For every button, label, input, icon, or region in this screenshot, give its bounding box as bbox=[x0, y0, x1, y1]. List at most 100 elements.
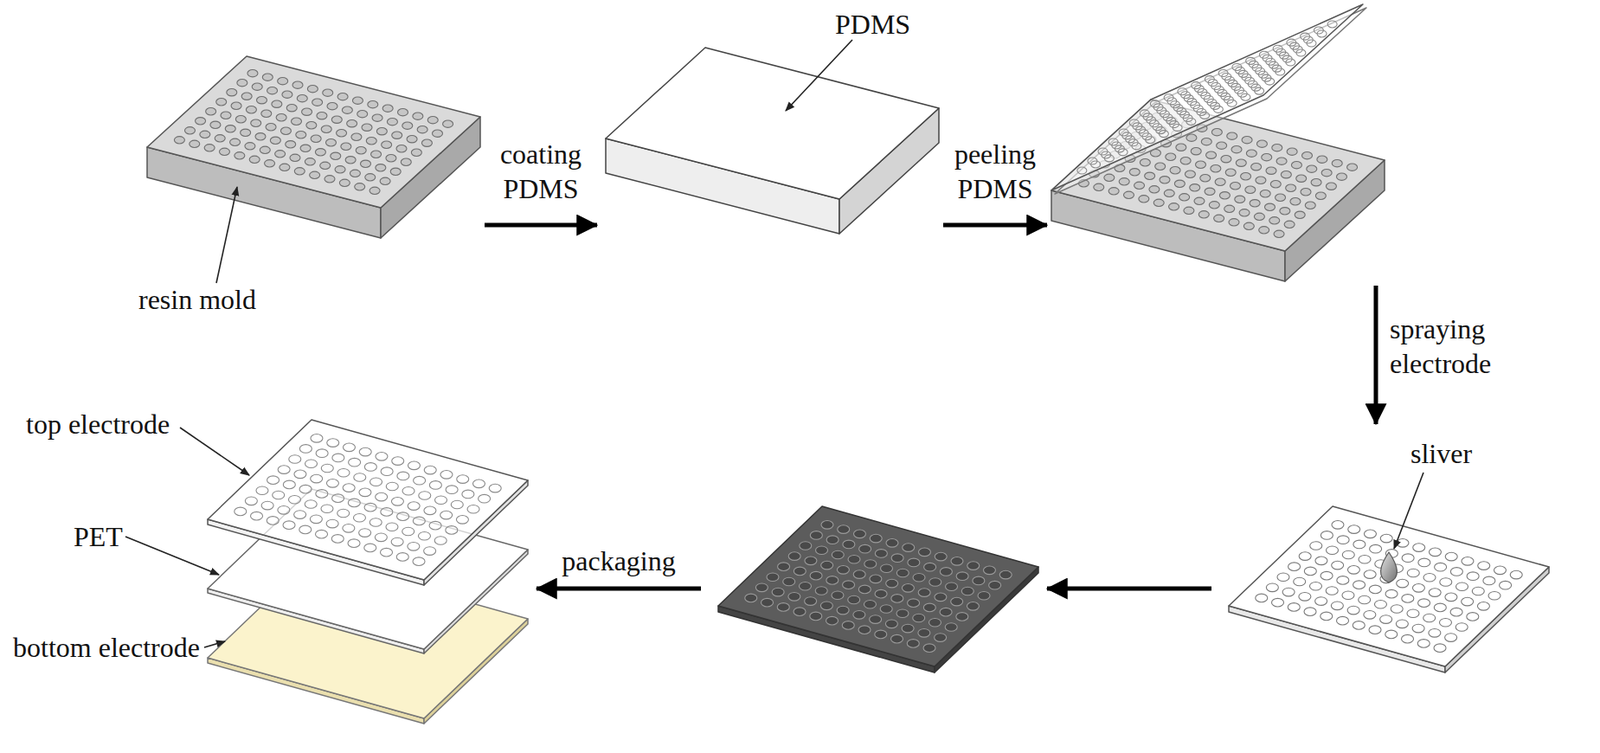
electrode-bump bbox=[967, 561, 980, 571]
top-electrode-bump bbox=[332, 453, 345, 463]
film-bump bbox=[1412, 623, 1425, 633]
mold-hole bbox=[302, 108, 313, 116]
electrode-bump bbox=[853, 610, 866, 620]
film-bump bbox=[1510, 570, 1523, 579]
film-bump bbox=[1325, 586, 1338, 596]
mold-hole bbox=[427, 115, 438, 123]
electrode-bump bbox=[880, 604, 893, 614]
electrode-bump bbox=[815, 586, 828, 596]
leader-line bbox=[216, 186, 238, 283]
top-electrode-bump bbox=[288, 494, 301, 504]
mold-hole bbox=[309, 171, 321, 179]
mold-hole bbox=[1261, 153, 1273, 161]
mold-hole bbox=[316, 112, 328, 120]
film-bump bbox=[1304, 607, 1317, 617]
mold-hole bbox=[1273, 230, 1285, 238]
part-label: bottom electrode bbox=[12, 629, 200, 665]
mold-hole bbox=[372, 114, 383, 122]
mold-hole bbox=[381, 141, 392, 148]
top-electrode-bump bbox=[445, 485, 458, 495]
mold-hole bbox=[421, 139, 432, 147]
step-label: peeling PDMS bbox=[938, 136, 1052, 206]
mold-hole bbox=[345, 156, 356, 164]
film-bump bbox=[1277, 572, 1290, 582]
mold-hole bbox=[1210, 165, 1221, 173]
electrode-film-top bbox=[718, 506, 1039, 667]
mold-hole bbox=[304, 158, 315, 166]
pdms-bump bbox=[1227, 99, 1237, 107]
film-bump bbox=[1331, 520, 1344, 530]
mold-hole bbox=[340, 142, 352, 150]
mold-hole bbox=[1165, 153, 1176, 161]
electrode-bump bbox=[793, 607, 806, 617]
mold-hole bbox=[251, 83, 263, 90]
mold-hole bbox=[1229, 182, 1241, 190]
leader-line bbox=[204, 641, 225, 648]
top-electrode-bump bbox=[370, 477, 383, 487]
top-electrode-bump bbox=[353, 513, 366, 522]
electrode-bump bbox=[989, 580, 1002, 590]
film-bump bbox=[1423, 572, 1436, 582]
top-electrode-bump bbox=[342, 483, 355, 493]
film-bump bbox=[1417, 639, 1430, 649]
mold-hole bbox=[1246, 149, 1257, 157]
electrode-bump bbox=[907, 558, 920, 567]
mold-hole bbox=[367, 100, 379, 108]
mold-hole bbox=[331, 115, 342, 123]
mold-hole bbox=[1163, 189, 1175, 197]
top-electrode-bump bbox=[299, 484, 312, 494]
film-bump bbox=[1282, 587, 1295, 597]
process-arrow bbox=[536, 586, 701, 592]
top-electrode-bump bbox=[315, 529, 328, 539]
film-bump bbox=[1450, 567, 1463, 577]
top-electrode-bump bbox=[359, 488, 372, 497]
pdms-bump bbox=[1240, 93, 1251, 101]
electrode-bump bbox=[809, 531, 823, 540]
part-label: PET bbox=[73, 519, 123, 554]
mold-hole bbox=[1118, 178, 1130, 186]
top-electrode-bump bbox=[267, 475, 280, 485]
mold-hole bbox=[220, 111, 232, 119]
electrode-bump bbox=[826, 616, 839, 625]
mold-hole bbox=[1331, 159, 1343, 167]
top-electrode-bump bbox=[375, 492, 388, 502]
top-electrode-bump bbox=[450, 500, 463, 509]
electrode-bump bbox=[891, 634, 904, 643]
process-stage: sliver bbox=[1211, 424, 1584, 719]
part-label: sliver bbox=[1410, 436, 1472, 471]
electrode-bump bbox=[939, 607, 952, 617]
mold-hole bbox=[1290, 198, 1301, 206]
electrode-bump bbox=[858, 625, 871, 635]
mold-hole bbox=[1239, 209, 1250, 217]
film-bump bbox=[1433, 603, 1446, 612]
mold-hole bbox=[1174, 179, 1185, 187]
electrode-bump bbox=[804, 597, 817, 606]
mold-hole bbox=[1253, 212, 1265, 220]
mold-hole bbox=[282, 90, 293, 98]
pdms-bump bbox=[1158, 130, 1169, 138]
mold-hole bbox=[1243, 222, 1254, 230]
mold-hole bbox=[1264, 203, 1275, 211]
mold-hole bbox=[1259, 190, 1271, 198]
mold-hole bbox=[365, 173, 376, 181]
mold-hole bbox=[325, 139, 336, 147]
electrode-bump bbox=[928, 617, 941, 627]
mold-hole bbox=[390, 167, 401, 175]
mold-hole bbox=[1104, 173, 1115, 181]
mold-hole bbox=[249, 155, 260, 163]
electrode-bump bbox=[799, 541, 812, 551]
mold-hole bbox=[385, 154, 397, 162]
mold-hole bbox=[1108, 187, 1119, 195]
top-electrode-bump bbox=[299, 525, 312, 534]
electrode-bump bbox=[821, 560, 834, 570]
top-electrode-bump bbox=[266, 516, 279, 526]
mold-hole bbox=[396, 145, 407, 153]
film-bump bbox=[1309, 581, 1322, 591]
film-bump bbox=[1407, 568, 1420, 578]
top-electrode-bump bbox=[364, 543, 377, 553]
top-electrode-bump bbox=[282, 480, 296, 489]
mold-hole bbox=[1194, 197, 1205, 205]
process-stage bbox=[1047, 0, 1394, 286]
step-label: coating PDMS bbox=[484, 136, 598, 206]
